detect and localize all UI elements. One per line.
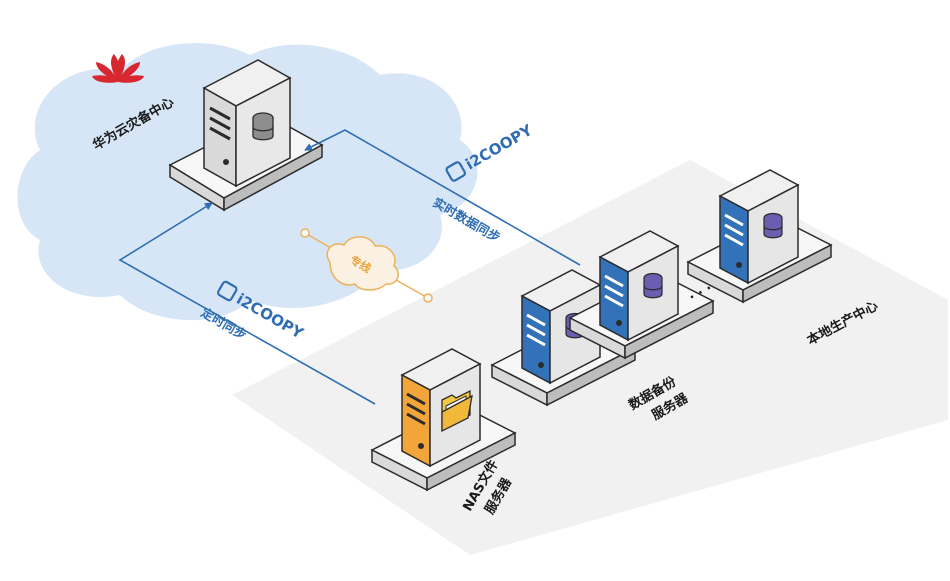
realtime-sync-brand-text: i2COOPY <box>462 120 536 173</box>
backup-server-3 <box>686 169 833 304</box>
nas-server <box>370 348 517 492</box>
huawei-logo <box>92 54 144 83</box>
scheduled-sync-arrow <box>118 202 376 405</box>
realtime-sync-label: 实时数据同步 <box>431 195 503 245</box>
backup-server-2 <box>568 230 715 360</box>
cloud-server <box>168 59 324 212</box>
realtime-sync-arrow <box>304 129 581 266</box>
dedicated-line <box>300 228 433 303</box>
